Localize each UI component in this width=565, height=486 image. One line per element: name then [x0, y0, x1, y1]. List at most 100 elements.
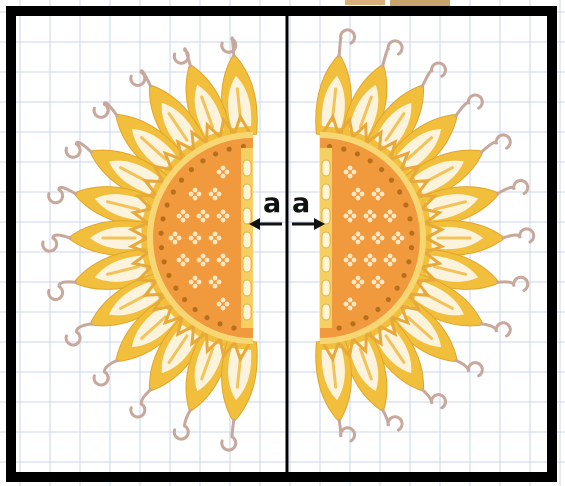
- flower-petal-dot: [360, 280, 365, 285]
- rim-dot: [193, 307, 198, 312]
- flower-petal-dot: [209, 280, 214, 285]
- rim-dot: [409, 245, 414, 250]
- flower-petal-dot: [372, 192, 377, 197]
- rim-dot: [406, 259, 411, 264]
- edge-tab: [243, 304, 251, 320]
- rim-dot: [395, 286, 400, 291]
- flower-petal-dot: [356, 232, 361, 237]
- flower-petal-dot: [225, 302, 230, 307]
- flower-petal-dot: [197, 236, 202, 241]
- flower-petal-dot: [348, 262, 353, 267]
- edge-tab: [243, 184, 251, 200]
- flower-petal-dot: [185, 214, 190, 219]
- flower-petal-dot: [177, 258, 182, 263]
- flower-petal-dot: [348, 306, 353, 311]
- flower-petal-dot: [364, 214, 369, 219]
- edge-tab: [322, 280, 330, 296]
- rim-dot: [171, 189, 176, 194]
- flower-petal-dot: [225, 170, 230, 175]
- rim-dot: [368, 158, 373, 163]
- flower-petal-dot: [396, 240, 401, 245]
- rim-dot: [363, 315, 368, 320]
- flower-petal-dot: [213, 276, 218, 281]
- rim-dot: [337, 325, 342, 330]
- flower-petal-dot: [348, 254, 353, 259]
- flower-petal-dot: [217, 258, 222, 263]
- flower-petal-dot: [221, 166, 226, 171]
- flower-petal-dot: [181, 262, 186, 267]
- flower-petal-dot: [181, 254, 186, 259]
- flower-petal-dot: [181, 218, 186, 223]
- flower-petal-dot: [344, 302, 349, 307]
- flower-petal-dot: [177, 236, 182, 241]
- flower-petal-dot: [392, 214, 397, 219]
- rim-dot: [182, 297, 187, 302]
- flower-petal-dot: [348, 298, 353, 303]
- flower-petal-dot: [400, 236, 405, 241]
- flower-petal-dot: [396, 232, 401, 237]
- rim-dot: [162, 259, 167, 264]
- flower-petal-dot: [344, 258, 349, 263]
- flower-petal-dot: [217, 170, 222, 175]
- flower-petal-dot: [225, 214, 230, 219]
- flower-petal-dot: [352, 214, 357, 219]
- flower-petal-dot: [221, 174, 226, 179]
- flower-petal-dot: [209, 236, 214, 241]
- flower-petal-dot: [201, 210, 206, 215]
- flower-petal-dot: [344, 214, 349, 219]
- flower-petal-dot: [225, 258, 230, 263]
- rim-dot: [389, 178, 394, 183]
- flower-petal-dot: [368, 218, 373, 223]
- flower-petal-dot: [193, 232, 198, 237]
- rim-dot: [159, 245, 164, 250]
- flower-petal-dot: [221, 254, 226, 259]
- flower-petal-dot: [221, 262, 226, 267]
- flower-petal-dot: [189, 192, 194, 197]
- rim-dot: [355, 151, 360, 156]
- flower-petal-dot: [376, 188, 381, 193]
- flower-petal-dot: [221, 306, 226, 311]
- rim-dot: [173, 286, 178, 291]
- flower-petal-dot: [368, 210, 373, 215]
- edge-tab: [322, 256, 330, 272]
- flower-petal-dot: [217, 214, 222, 219]
- rim-dot: [397, 189, 402, 194]
- flower-petal-dot: [352, 192, 357, 197]
- edge-tab: [243, 280, 251, 296]
- flower-petal-dot: [201, 218, 206, 223]
- left-distance-label: a: [263, 188, 281, 219]
- flower-petal-dot: [376, 284, 381, 289]
- flower-petal-dot: [344, 170, 349, 175]
- edge-tab: [243, 208, 251, 224]
- rim-dot: [227, 147, 232, 152]
- flower-petal-dot: [177, 214, 182, 219]
- edge-tab: [322, 304, 330, 320]
- rim-dot: [409, 231, 414, 236]
- flower-petal-dot: [392, 236, 397, 241]
- flower-petal-dot: [356, 276, 361, 281]
- right-distance-label: a: [292, 188, 310, 219]
- rim-dot: [160, 216, 165, 221]
- flower-petal-dot: [201, 254, 206, 259]
- flower-petal-dot: [356, 284, 361, 289]
- flower-petal-dot: [209, 192, 214, 197]
- flower-petal-dot: [352, 280, 357, 285]
- flower-petal-dot: [348, 210, 353, 215]
- rim-dot: [341, 147, 346, 152]
- rim-dot: [200, 158, 205, 163]
- flower-petal-dot: [364, 258, 369, 263]
- edge-tab: [322, 208, 330, 224]
- flower-petal-dot: [217, 236, 222, 241]
- flower-petal-dot: [360, 192, 365, 197]
- flower-petal-dot: [352, 170, 357, 175]
- flower-petal-dot: [173, 232, 178, 237]
- flower-petal-dot: [213, 240, 218, 245]
- rim-dot: [379, 167, 384, 172]
- flower-petal-dot: [372, 258, 377, 263]
- flower-petal-dot: [352, 236, 357, 241]
- flower-petal-dot: [372, 214, 377, 219]
- flower-petal-dot: [193, 196, 198, 201]
- flower-petal-dot: [189, 236, 194, 241]
- rim-dot: [386, 297, 391, 302]
- flower-petal-dot: [376, 276, 381, 281]
